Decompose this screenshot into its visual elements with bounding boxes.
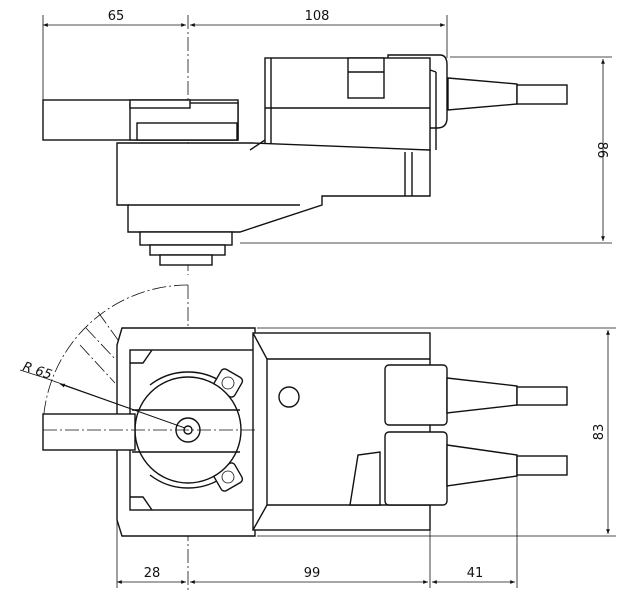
rotation-arc <box>42 284 189 431</box>
dim-label-28: 28 <box>144 566 161 581</box>
connector-lower <box>384 431 568 506</box>
connector-upper <box>384 364 568 426</box>
manual-handle-bottom <box>42 409 255 453</box>
cable-connector-side <box>447 77 568 111</box>
bottom-view: R 65 28 99 41 83 <box>19 284 616 590</box>
dim-label-65: 65 <box>108 9 125 24</box>
clamp-turntable <box>134 368 244 492</box>
dim-height-83: 83 <box>257 327 616 537</box>
dim-label-86: 86 <box>594 142 609 159</box>
motor-housing <box>264 54 448 151</box>
manual-handle-side <box>42 99 239 141</box>
dim-top: 65 108 <box>42 9 448 100</box>
dim-label-41: 41 <box>467 566 484 581</box>
side-view: 65 108 86 <box>42 9 612 275</box>
radius-label: R 65 <box>21 360 54 383</box>
dim-label-108: 108 <box>305 9 330 24</box>
dim-label-83: 83 <box>592 424 607 441</box>
dim-label-99: 99 <box>304 566 321 581</box>
dim-height-86: 86 <box>240 56 612 244</box>
dim-bottom: 28 99 41 <box>116 476 518 588</box>
actuator-body <box>116 139 431 266</box>
